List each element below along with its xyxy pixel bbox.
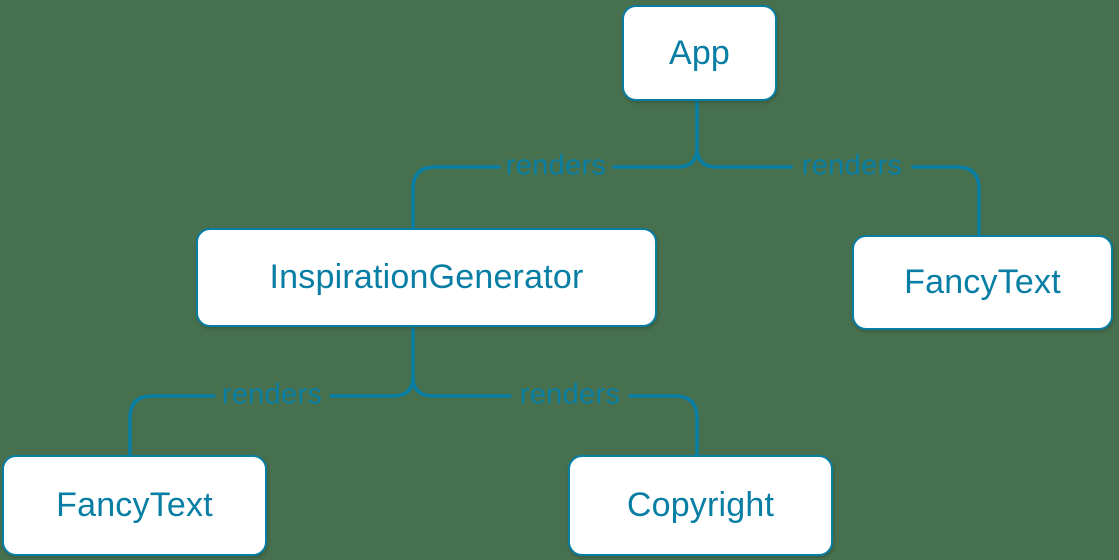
edge-label-renders-app-fancy-text: renders [801,149,903,182]
node-fancy-text-bottom: FancyText [2,455,267,556]
node-fancy-text-bottom-label: FancyText [56,486,213,524]
node-inspiration-generator: InspirationGenerator [196,228,657,327]
edge-label-renders-inspiration-generator-copyright: renders [519,378,621,411]
edge-app-to-fancy-text-top [695,146,981,239]
edge-inspiration-generator-to-copyright [411,375,699,458]
node-fancy-text-top-label: FancyText [904,263,1061,301]
node-copyright-label: Copyright [626,486,775,524]
node-app-label: App [668,33,731,72]
edge-label-renders-inspiration-generator-fancy-text: renders [221,378,323,411]
edge-label-renders-app-inspiration-generator: renders [505,149,607,182]
node-copyright: Copyright [568,455,833,556]
node-inspiration-generator-label: InspirationGenerator [269,258,584,296]
node-app: App [622,5,777,101]
node-fancy-text-top: FancyText [852,235,1113,330]
